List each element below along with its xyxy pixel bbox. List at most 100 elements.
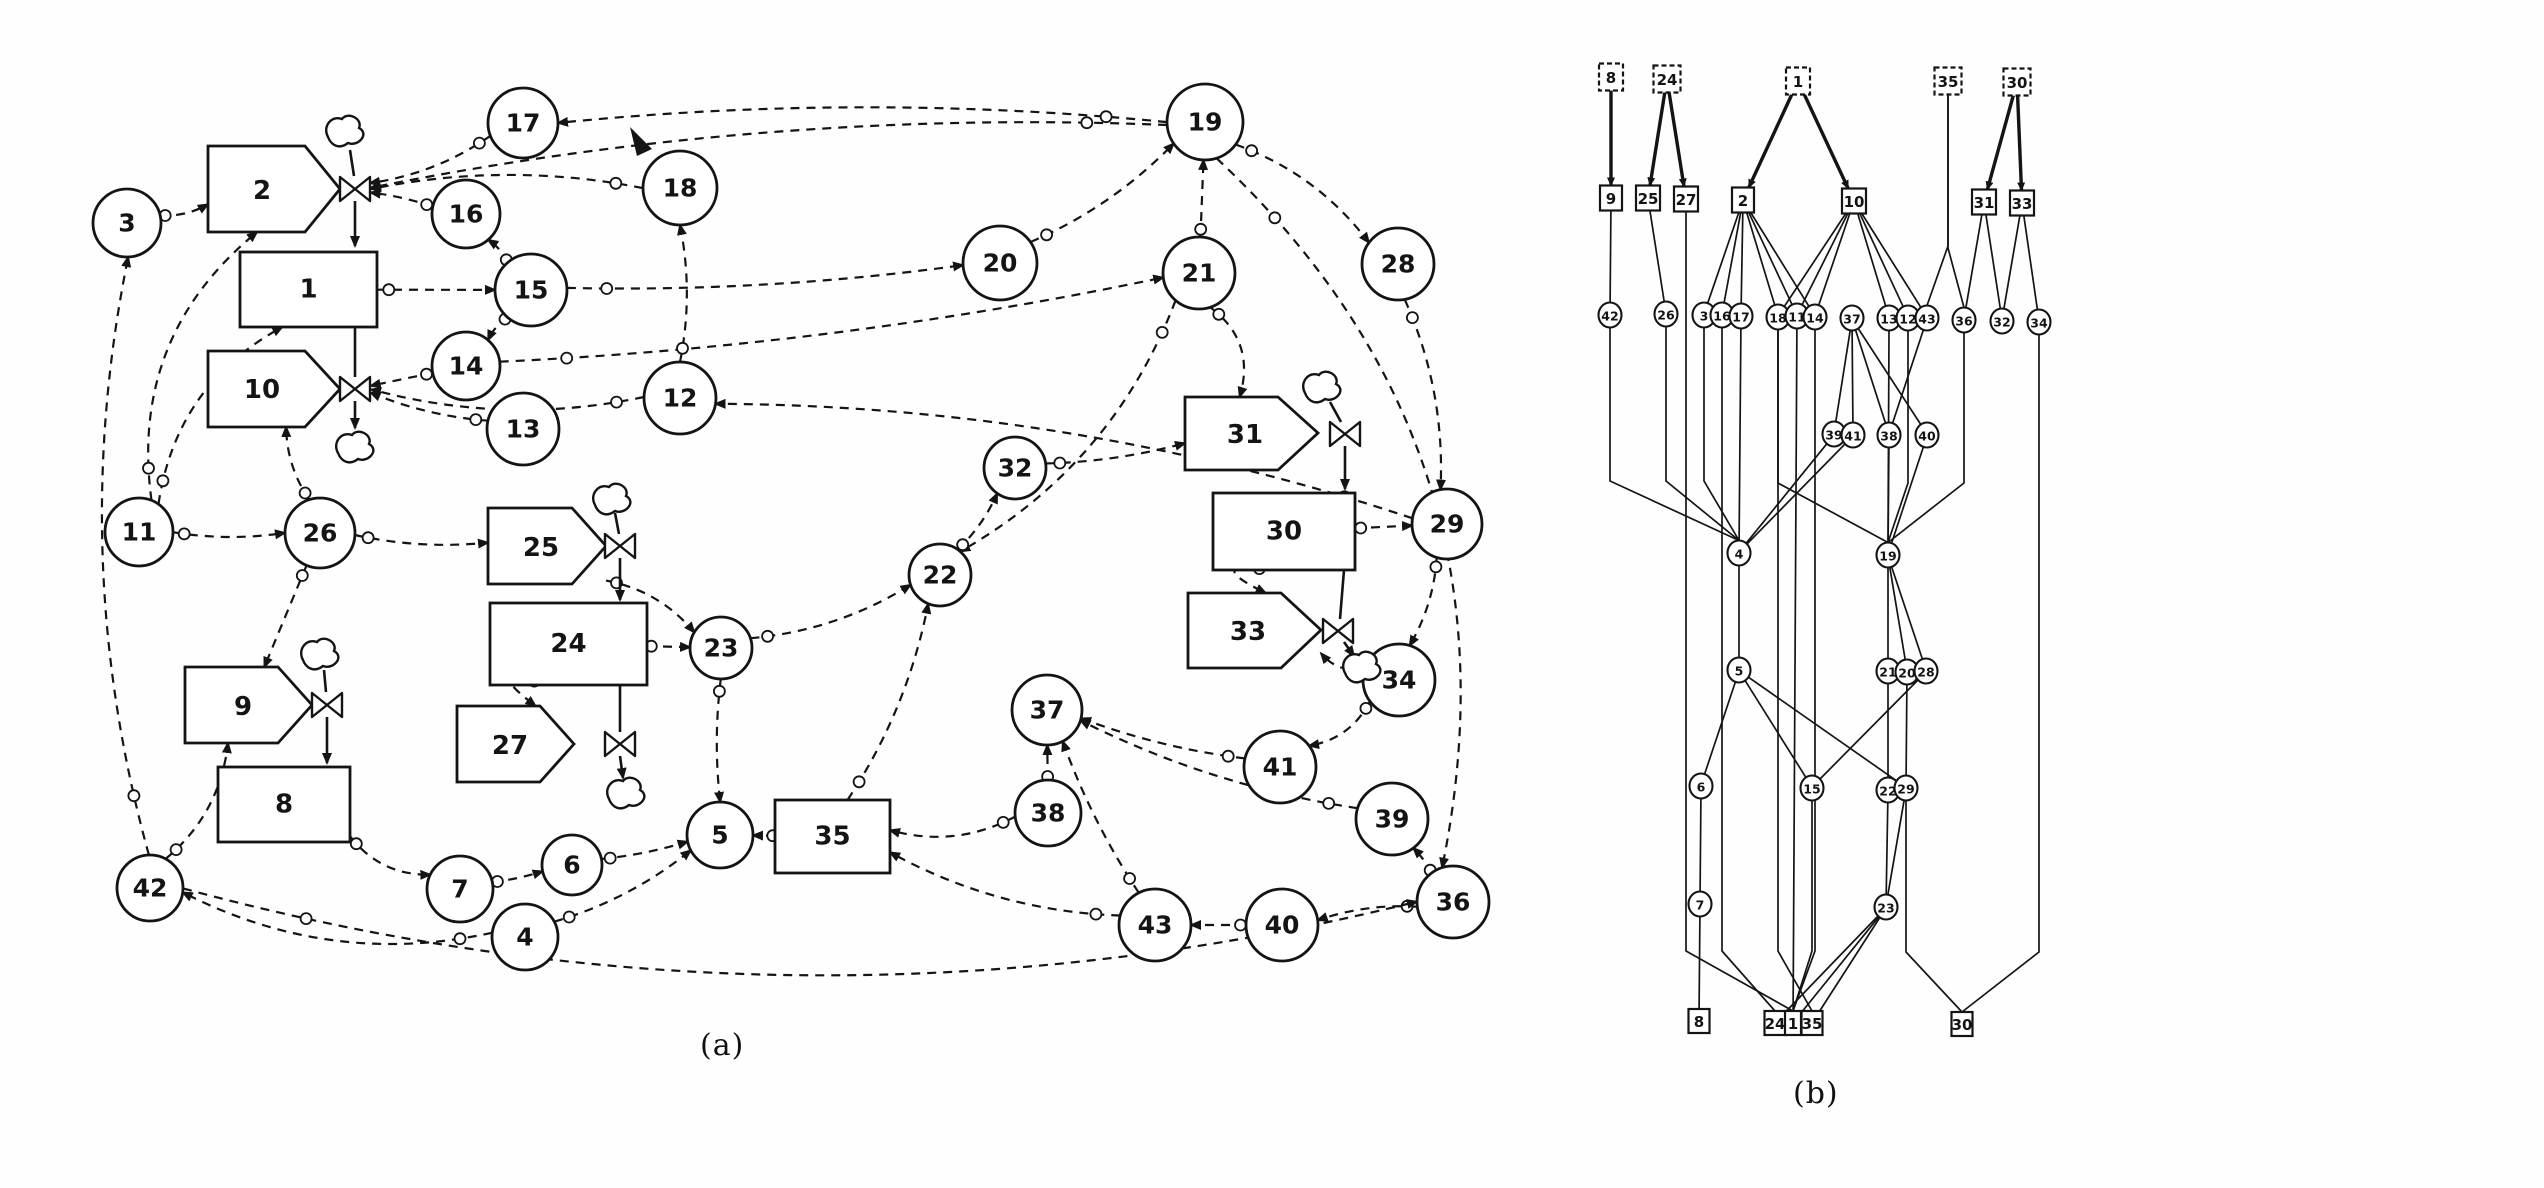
link-c18-to-v2 (369, 173, 644, 192)
tree-circle-37: 37 (1839, 304, 1865, 332)
link-c15-to-c20 (566, 261, 966, 290)
tree-edge-t1-to-s10 (1802, 93, 1850, 190)
tree-square-shape (1730, 186, 1756, 214)
tree-root-square-8: 8 (1597, 62, 1625, 92)
aux-variable-15: 15 (493, 252, 569, 328)
aux-circle-label: 37 (1030, 696, 1065, 725)
tree-circle-shape (1688, 772, 1714, 800)
tree-edge-c12-to-c19 (1887, 330, 1909, 543)
link-p25-to-c23 (605, 579, 696, 634)
aux-variable-4: 4 (490, 902, 560, 972)
tree-circle-label: 7 (1696, 898, 1705, 913)
aux-circle-label: 6 (563, 851, 580, 880)
connector-dot (1080, 116, 1094, 130)
tree-edge-c28-to-c15 (1819, 679, 1919, 780)
tree-edge-c38-to-c19 (1887, 447, 1890, 543)
source-stock-shape (206, 349, 342, 429)
valve-icon (338, 175, 372, 203)
tree-square-label: 31 (1974, 194, 1995, 212)
source-stock-label: 25 (523, 533, 559, 563)
aux-variable-26: 26 (283, 496, 357, 570)
connector-dot (299, 912, 313, 925)
tree-edge-c19-to-c28 (1890, 566, 1924, 660)
tree-edge-t24-to-s27 (1667, 92, 1687, 188)
cloud-shape (1302, 370, 1342, 404)
tree-edge-c29-to-b30 (1905, 800, 1963, 1013)
tree-edge-c19-to-c20 (1888, 567, 1907, 660)
connector-dot (562, 910, 576, 924)
connector-dot (956, 538, 970, 552)
tree-edge-c18-to-b35 (1777, 329, 1813, 1012)
tree-leaf-square-label: 1 (1788, 1015, 1798, 1033)
tree-root-square-label: 35 (1938, 73, 1959, 91)
aux-variable-3: 3 (91, 187, 163, 259)
aux-circle-label: 22 (923, 561, 958, 590)
aux-variable-18: 18 (641, 149, 719, 227)
tree-edge-c39-to-c4 (1745, 443, 1828, 544)
tree-circle-label: 17 (1732, 310, 1749, 325)
level-stock-shape (1211, 491, 1357, 572)
tree-circle-3: 3 (1691, 301, 1717, 329)
valve-bowtie (1321, 617, 1355, 645)
link-c4-to-c42 (180, 891, 493, 946)
tree-edge-t35-to-c43 (1926, 94, 1949, 306)
tree-square-33: 33 (2008, 189, 2036, 217)
aux-circle-shape (486, 86, 560, 160)
connector-dot (996, 816, 1010, 829)
aux-circle-label: 28 (1381, 250, 1416, 279)
tree-root-square-shape (1652, 64, 1682, 94)
tree-circle-shape (1726, 539, 1752, 567)
tree-circle-shape (1653, 300, 1679, 328)
tree-circle-26: 26 (1653, 300, 1679, 328)
aux-circle-shape (430, 330, 502, 402)
tree-circle-40: 40 (1914, 421, 1940, 449)
aux-variable-7: 7 (425, 854, 495, 924)
aux-circle-label: 32 (998, 454, 1033, 483)
link-c12-to-c18 (677, 223, 688, 363)
aux-variable-34: 34 (1361, 642, 1437, 718)
valve-bowtie (338, 375, 372, 403)
link-r8-to-c7 (349, 835, 433, 880)
tree-edge-s10-to-c43 (1861, 213, 1922, 308)
aux-circle-label: 23 (704, 634, 739, 663)
aux-variable-22: 22 (907, 542, 973, 608)
tree-circle-6: 6 (1688, 772, 1714, 800)
valve-icon (310, 691, 344, 719)
link-r35-to-c22 (846, 601, 932, 801)
connector-dot (609, 176, 623, 190)
flow-line (1338, 569, 1346, 620)
link-c26-to-p25 (354, 533, 490, 549)
tree-circle-11: 11 (1784, 302, 1810, 330)
aux-variable-5: 5 (685, 800, 755, 870)
tree-circle-shape (1951, 306, 1977, 334)
tree-circle-29: 29 (1893, 774, 1919, 802)
tree-circle-label: 43 (1918, 312, 1935, 327)
tree-root-square-30: 30 (2002, 67, 2032, 97)
tree-leaf-square-1: 1 (1783, 1009, 1803, 1037)
aux-variable-21: 21 (1161, 235, 1237, 311)
tree-circle-shape (1799, 774, 1825, 802)
tree-edge-c37-to-c39 (1834, 330, 1852, 422)
tree-circle-shape (1989, 307, 2015, 335)
cloud-icon (335, 430, 375, 464)
cloud-icon (300, 637, 340, 671)
connector-dot (453, 932, 467, 946)
link-c39-to-c37 (1078, 719, 1358, 810)
tree-circle-label: 22 (1879, 784, 1896, 799)
tree-leaf-square-label: 30 (1952, 1016, 1973, 1034)
connector-dot (420, 198, 434, 212)
tree-circle-28: 28 (1913, 657, 1939, 685)
source-stock-shape (1186, 591, 1324, 670)
connector-dot (1099, 110, 1113, 124)
tree-square-25: 25 (1634, 184, 1662, 212)
tree-circle-label: 11 (1788, 310, 1805, 325)
tree-circle-label: 36 (1955, 314, 1973, 329)
aux-circle-shape (91, 187, 163, 259)
valve-bowtie (338, 175, 372, 203)
aux-circle-shape (1360, 226, 1436, 302)
aux-variable-28: 28 (1360, 226, 1436, 302)
tree-circle-shape (1875, 541, 1901, 569)
aux-variable-32: 32 (982, 435, 1048, 501)
level-stock-shape (773, 798, 892, 875)
tree-root-square-shape (1597, 62, 1625, 92)
